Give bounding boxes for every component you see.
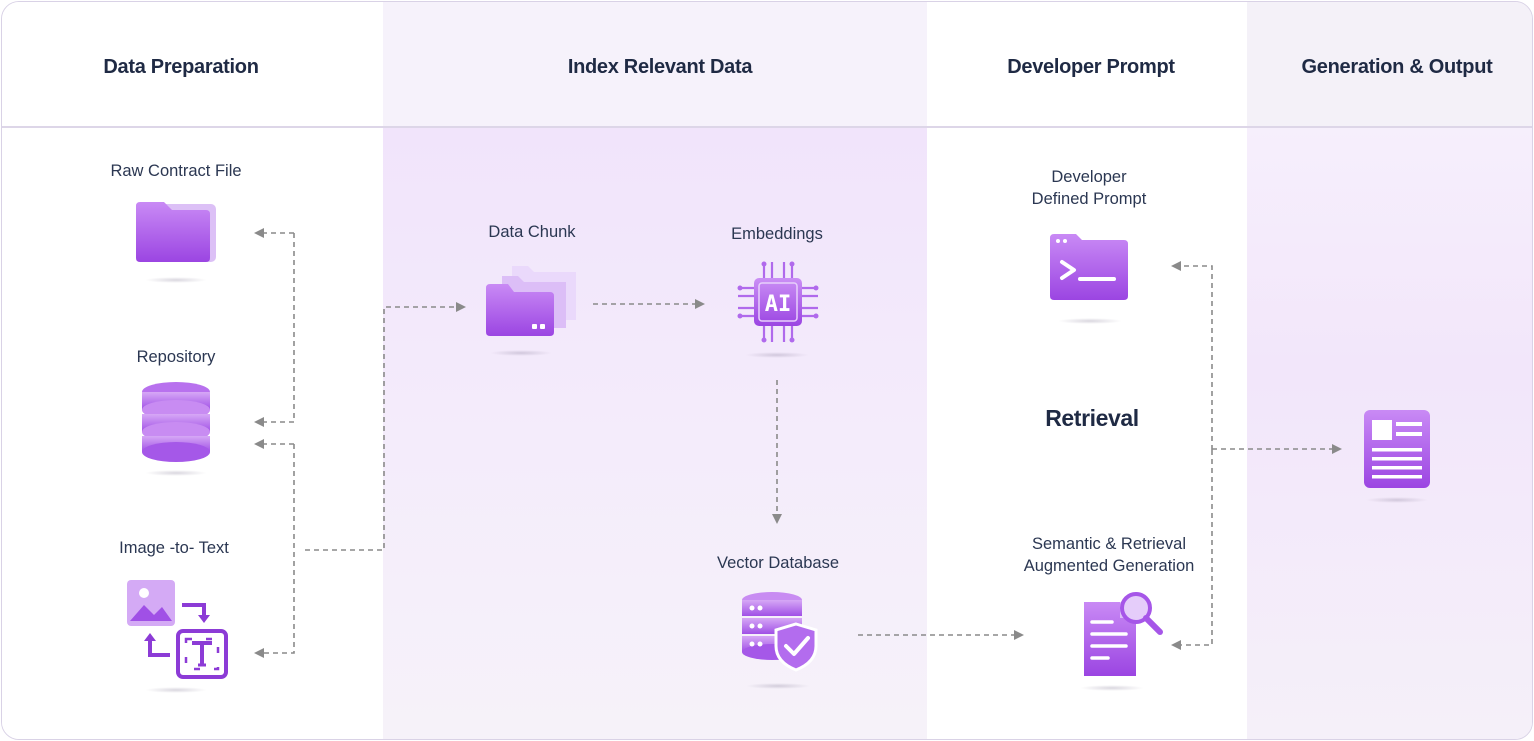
- label-semantic-retrieval-line2: Augmented Generation: [1023, 557, 1195, 575]
- document-search-icon: [1084, 592, 1163, 676]
- label-vector-database: Vector Database: [717, 554, 839, 572]
- header-divider: [2, 126, 1532, 128]
- shadow: [145, 470, 207, 476]
- heading-index-relevant-data: Index Relevant Data: [567, 56, 753, 78]
- label-image-to-text: Image -to- Text: [119, 539, 229, 557]
- label-embeddings: Embeddings: [731, 225, 823, 243]
- label-developer-defined-prompt-line1: Developer: [1051, 168, 1127, 186]
- heading-data-preparation: Data Preparation: [103, 56, 259, 78]
- shadow: [145, 687, 207, 693]
- arrow-to-developer-prompt: [1171, 261, 1213, 450]
- column-data-preparation: [2, 2, 383, 739]
- shadow: [746, 683, 810, 689]
- arrow-to-data-chunk: [305, 302, 466, 551]
- shadow: [145, 277, 207, 283]
- shadow: [745, 352, 809, 358]
- label-data-chunk: Data Chunk: [488, 223, 576, 241]
- image-to-text-icon: [127, 580, 228, 679]
- shadow: [1366, 497, 1428, 503]
- database-icon: [142, 382, 210, 462]
- column-index-relevant-data: [383, 2, 927, 739]
- label-developer-defined-prompt-line2: Defined Prompt: [1031, 190, 1147, 208]
- heading-developer-prompt: Developer Prompt: [1007, 56, 1175, 78]
- heading-generation-output: Generation & Output: [1301, 56, 1493, 78]
- shadow: [1080, 685, 1144, 691]
- shadow: [490, 350, 552, 356]
- secure-database-icon: [742, 592, 818, 672]
- label-semantic-retrieval-line1: Semantic & Retrieval: [1031, 535, 1187, 553]
- terminal-window-icon: [1050, 234, 1128, 300]
- ai-chip-icon: AI: [737, 261, 819, 343]
- arrow-to-raw-contract-file: [254, 233, 295, 427]
- label-repository: Repository: [136, 348, 216, 366]
- column-generation-output: [1247, 2, 1532, 739]
- label-raw-contract-file: Raw Contract File: [110, 162, 242, 180]
- label-retrieval: Retrieval: [1045, 405, 1139, 431]
- folder-icon: [136, 202, 216, 262]
- stacked-folders-icon: [486, 266, 576, 336]
- shadow: [1058, 318, 1122, 324]
- document-layout-icon: [1364, 410, 1430, 488]
- arrow-to-semantic-retrieval: [1171, 450, 1213, 650]
- arrow-to-image-to-text: [254, 444, 295, 658]
- svg-text:AI: AI: [765, 292, 792, 317]
